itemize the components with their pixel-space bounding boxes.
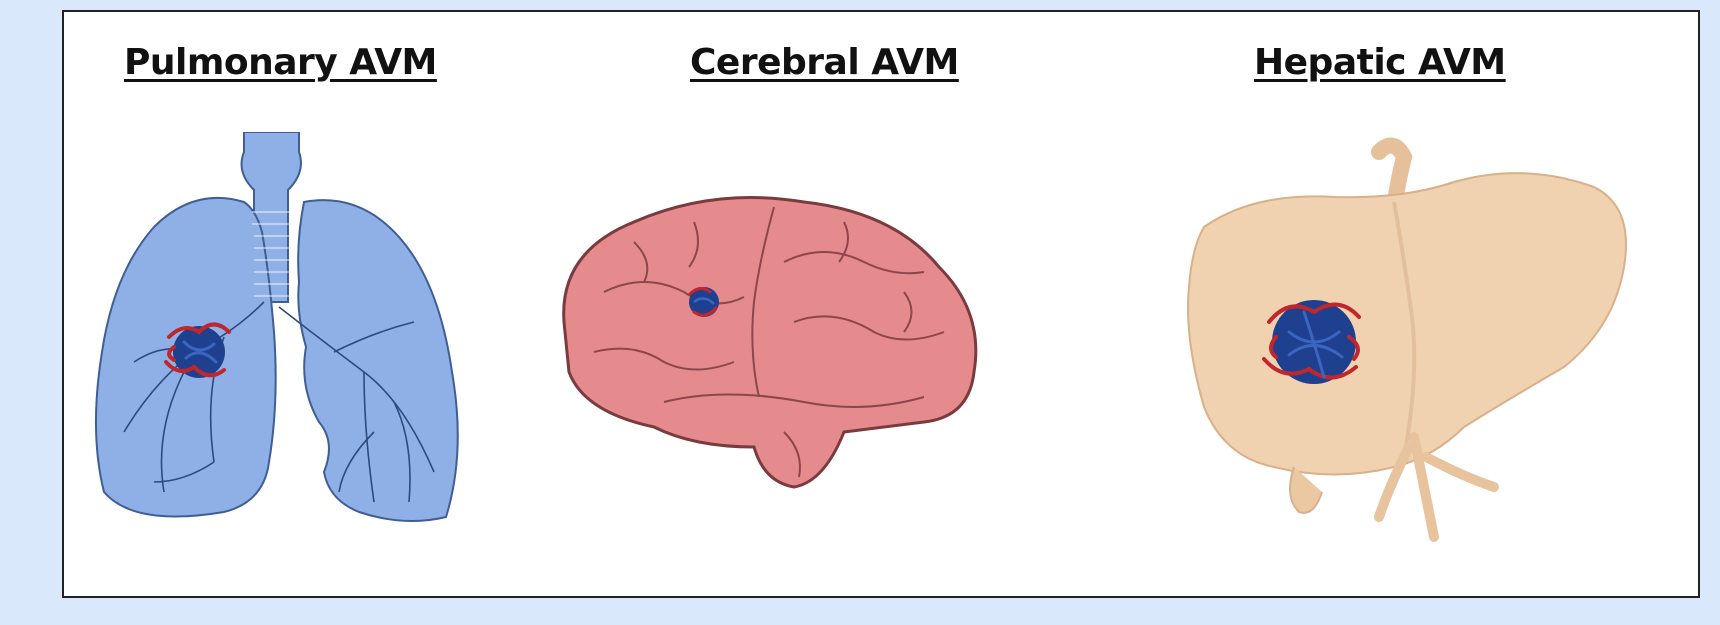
pulmonary-avm-title: Pulmonary AVM (124, 42, 437, 83)
hepatic-avm-title: Hepatic AVM (1254, 42, 1506, 83)
figure-frame: Pulmonary AVM Cerebral AVM Hepatic AVM (62, 10, 1700, 598)
lungs-illustration (74, 132, 494, 532)
cerebral-avm-title: Cerebral AVM (690, 42, 959, 83)
liver-illustration (1164, 137, 1684, 577)
cerebral-avm-lesion (689, 287, 719, 317)
brain-illustration (544, 182, 1004, 512)
